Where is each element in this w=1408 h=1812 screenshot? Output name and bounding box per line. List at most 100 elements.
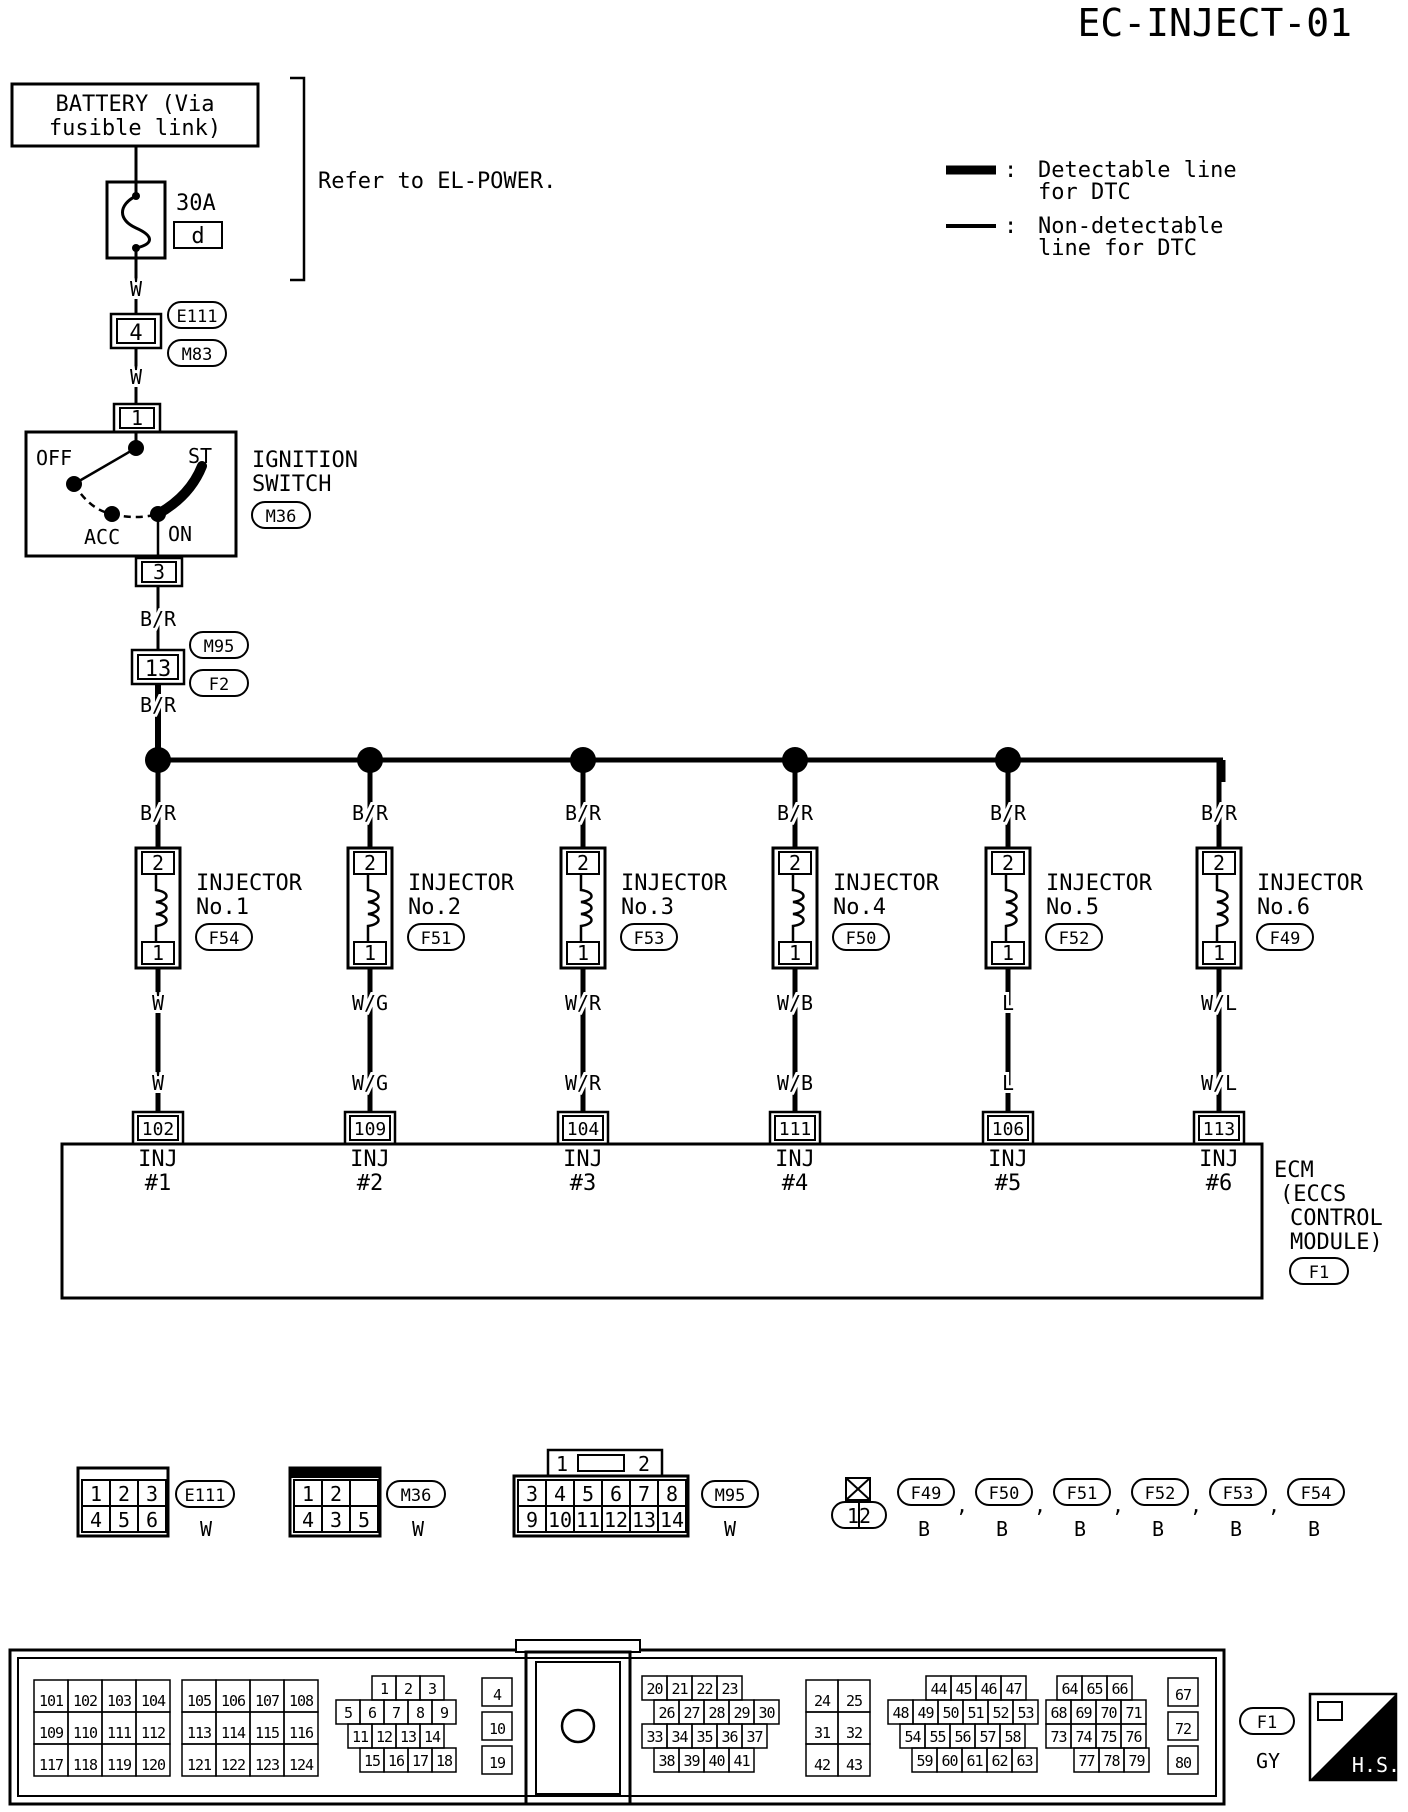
connector-pin: 38 (658, 1752, 675, 1770)
injector-label-line2: No.1 (196, 895, 249, 920)
ignition-pos-acc: ACC (84, 525, 120, 549)
injector-group: B/R21INJECTORNo.1F54WW102INJ#1B/R21INJEC… (131, 747, 1364, 1196)
injector-wire-in-color: B/R (352, 801, 389, 825)
injector-pin-top: 2 (577, 851, 589, 875)
connector-view-color: B (996, 1517, 1008, 1541)
connector-view-color: B (918, 1517, 930, 1541)
connector-pin: 104 (141, 1692, 166, 1710)
connector-pin: 13 (632, 1508, 656, 1532)
connector-pin: 124 (289, 1756, 314, 1774)
connector-pin: 6 (368, 1704, 377, 1722)
connector-pin: 117 (39, 1756, 63, 1774)
ecm-terminal-number: #2 (357, 1171, 384, 1196)
connector-pin: 20 (646, 1680, 663, 1698)
connector-pin: 2 (404, 1680, 412, 1698)
connector-pin: 110 (73, 1724, 98, 1742)
connector-pin: 116 (289, 1724, 314, 1742)
injector-pin-top: 2 (364, 851, 376, 875)
connector-pin: 13 (400, 1728, 416, 1746)
connector-pin: 72 (1175, 1720, 1191, 1738)
injector-connector-tag: F52 (1059, 929, 1090, 949)
connector-pin: 5 (118, 1508, 130, 1532)
connector-pin: 24 (814, 1692, 831, 1710)
connector-pin: 47 (1005, 1680, 1021, 1698)
connector-pin: 29 (733, 1704, 750, 1722)
connector-pin: 42 (814, 1756, 830, 1774)
ecm-wire-color: W/L (1201, 1071, 1237, 1095)
connector-pin: 118 (73, 1756, 98, 1774)
connector-pin: 122 (221, 1756, 245, 1774)
connector-pin: 67 (1175, 1686, 1191, 1704)
connector-pin: 34 (671, 1728, 688, 1746)
injector-pin-top: 2 (1002, 851, 1014, 875)
connector-pin: 70 (1100, 1704, 1117, 1722)
connector-pin: 8 (666, 1482, 678, 1506)
connector-pin: 63 (1016, 1752, 1032, 1770)
injector-pin-bottom: 1 (364, 941, 376, 965)
injector-label-line1: INJECTOR (833, 871, 940, 896)
ecm-terminal-number: #1 (145, 1171, 172, 1196)
connector-pin: 31 (814, 1724, 831, 1742)
connector-view-color: GY (1256, 1749, 1280, 1773)
injector-wire-in-color: B/R (990, 801, 1027, 825)
joint-connector-pin: 4 (129, 321, 142, 346)
connector-separator: , (1034, 1493, 1046, 1517)
connector-pin: 12 (847, 1504, 871, 1528)
ecm-label-line4: MODULE) (1290, 1230, 1383, 1255)
fuse-30a: 30A d (105, 180, 223, 260)
connector-pin: 78 (1103, 1752, 1120, 1770)
connector-pin: 53 (1017, 1704, 1033, 1722)
connector-pin: 9 (526, 1508, 538, 1532)
refer-note: Refer to EL-POWER. (318, 169, 556, 194)
connector-pin: 5 (358, 1508, 370, 1532)
wire-color-fuse-out: W (130, 277, 143, 301)
connector-pin: 57 (979, 1728, 995, 1746)
connector-pin: 12 (604, 1508, 628, 1532)
connector-pin: 3 (428, 1680, 436, 1698)
connector-pin: 75 (1100, 1728, 1116, 1746)
joint-connector-e111-m83: 4 E111 M83 (109, 301, 227, 367)
fuse-rating: 30A (176, 191, 216, 216)
connector-pin: 114 (221, 1724, 246, 1742)
connector-pin: 56 (954, 1728, 971, 1746)
connector-view-tag: M36 (401, 1486, 432, 1506)
injector-pin-bottom: 1 (152, 941, 164, 965)
connector-pin: 41 (733, 1752, 750, 1770)
injector-wire-out-color: L (1002, 991, 1014, 1015)
connector-pin: 11 (576, 1508, 600, 1532)
connector-separator: , (956, 1493, 968, 1517)
ecm-wire-color: W/G (352, 1071, 388, 1095)
ecm-terminal-number: #3 (570, 1171, 597, 1196)
connector-separator: , (1268, 1493, 1280, 1517)
injector-label-line2: No.3 (621, 895, 674, 920)
connector-pin: 32 (846, 1724, 862, 1742)
connector-pin: 3 (330, 1508, 342, 1532)
connector-tag-f1: F1 (1309, 1263, 1329, 1283)
ecm-wire-color: W/B (777, 1071, 813, 1095)
connector-pin: 8 (416, 1704, 425, 1722)
legend-non-detectable-line2: line for DTC (1038, 236, 1197, 261)
connector-tag-m95: M95 (204, 637, 235, 657)
connector-tag-f2: F2 (209, 675, 229, 695)
connector-pin: 61 (966, 1752, 983, 1770)
connector-view-tag: F49 (911, 1484, 942, 1504)
connector-pin: 55 (929, 1728, 945, 1746)
battery-block: BATTERY (Via fusible link) (10, 82, 260, 148)
connector-pin: 103 (107, 1692, 131, 1710)
injector-label-line1: INJECTOR (196, 871, 303, 896)
connector-pin: 36 (721, 1728, 738, 1746)
connector-view-tag: F53 (1223, 1484, 1254, 1504)
injector-pin-bottom: 1 (789, 941, 801, 965)
connector-view-tag: E111 (185, 1486, 226, 1506)
ecm-terminal-pin: 109 (354, 1119, 387, 1140)
injector-wire-in-color: B/R (565, 801, 602, 825)
injector-connector-tag: F54 (209, 929, 240, 949)
connector-pin: 71 (1125, 1704, 1142, 1722)
injector-connector-tag: F53 (634, 929, 665, 949)
injector-coil-icon (154, 874, 168, 942)
ecm-terminal-number: #5 (995, 1171, 1022, 1196)
